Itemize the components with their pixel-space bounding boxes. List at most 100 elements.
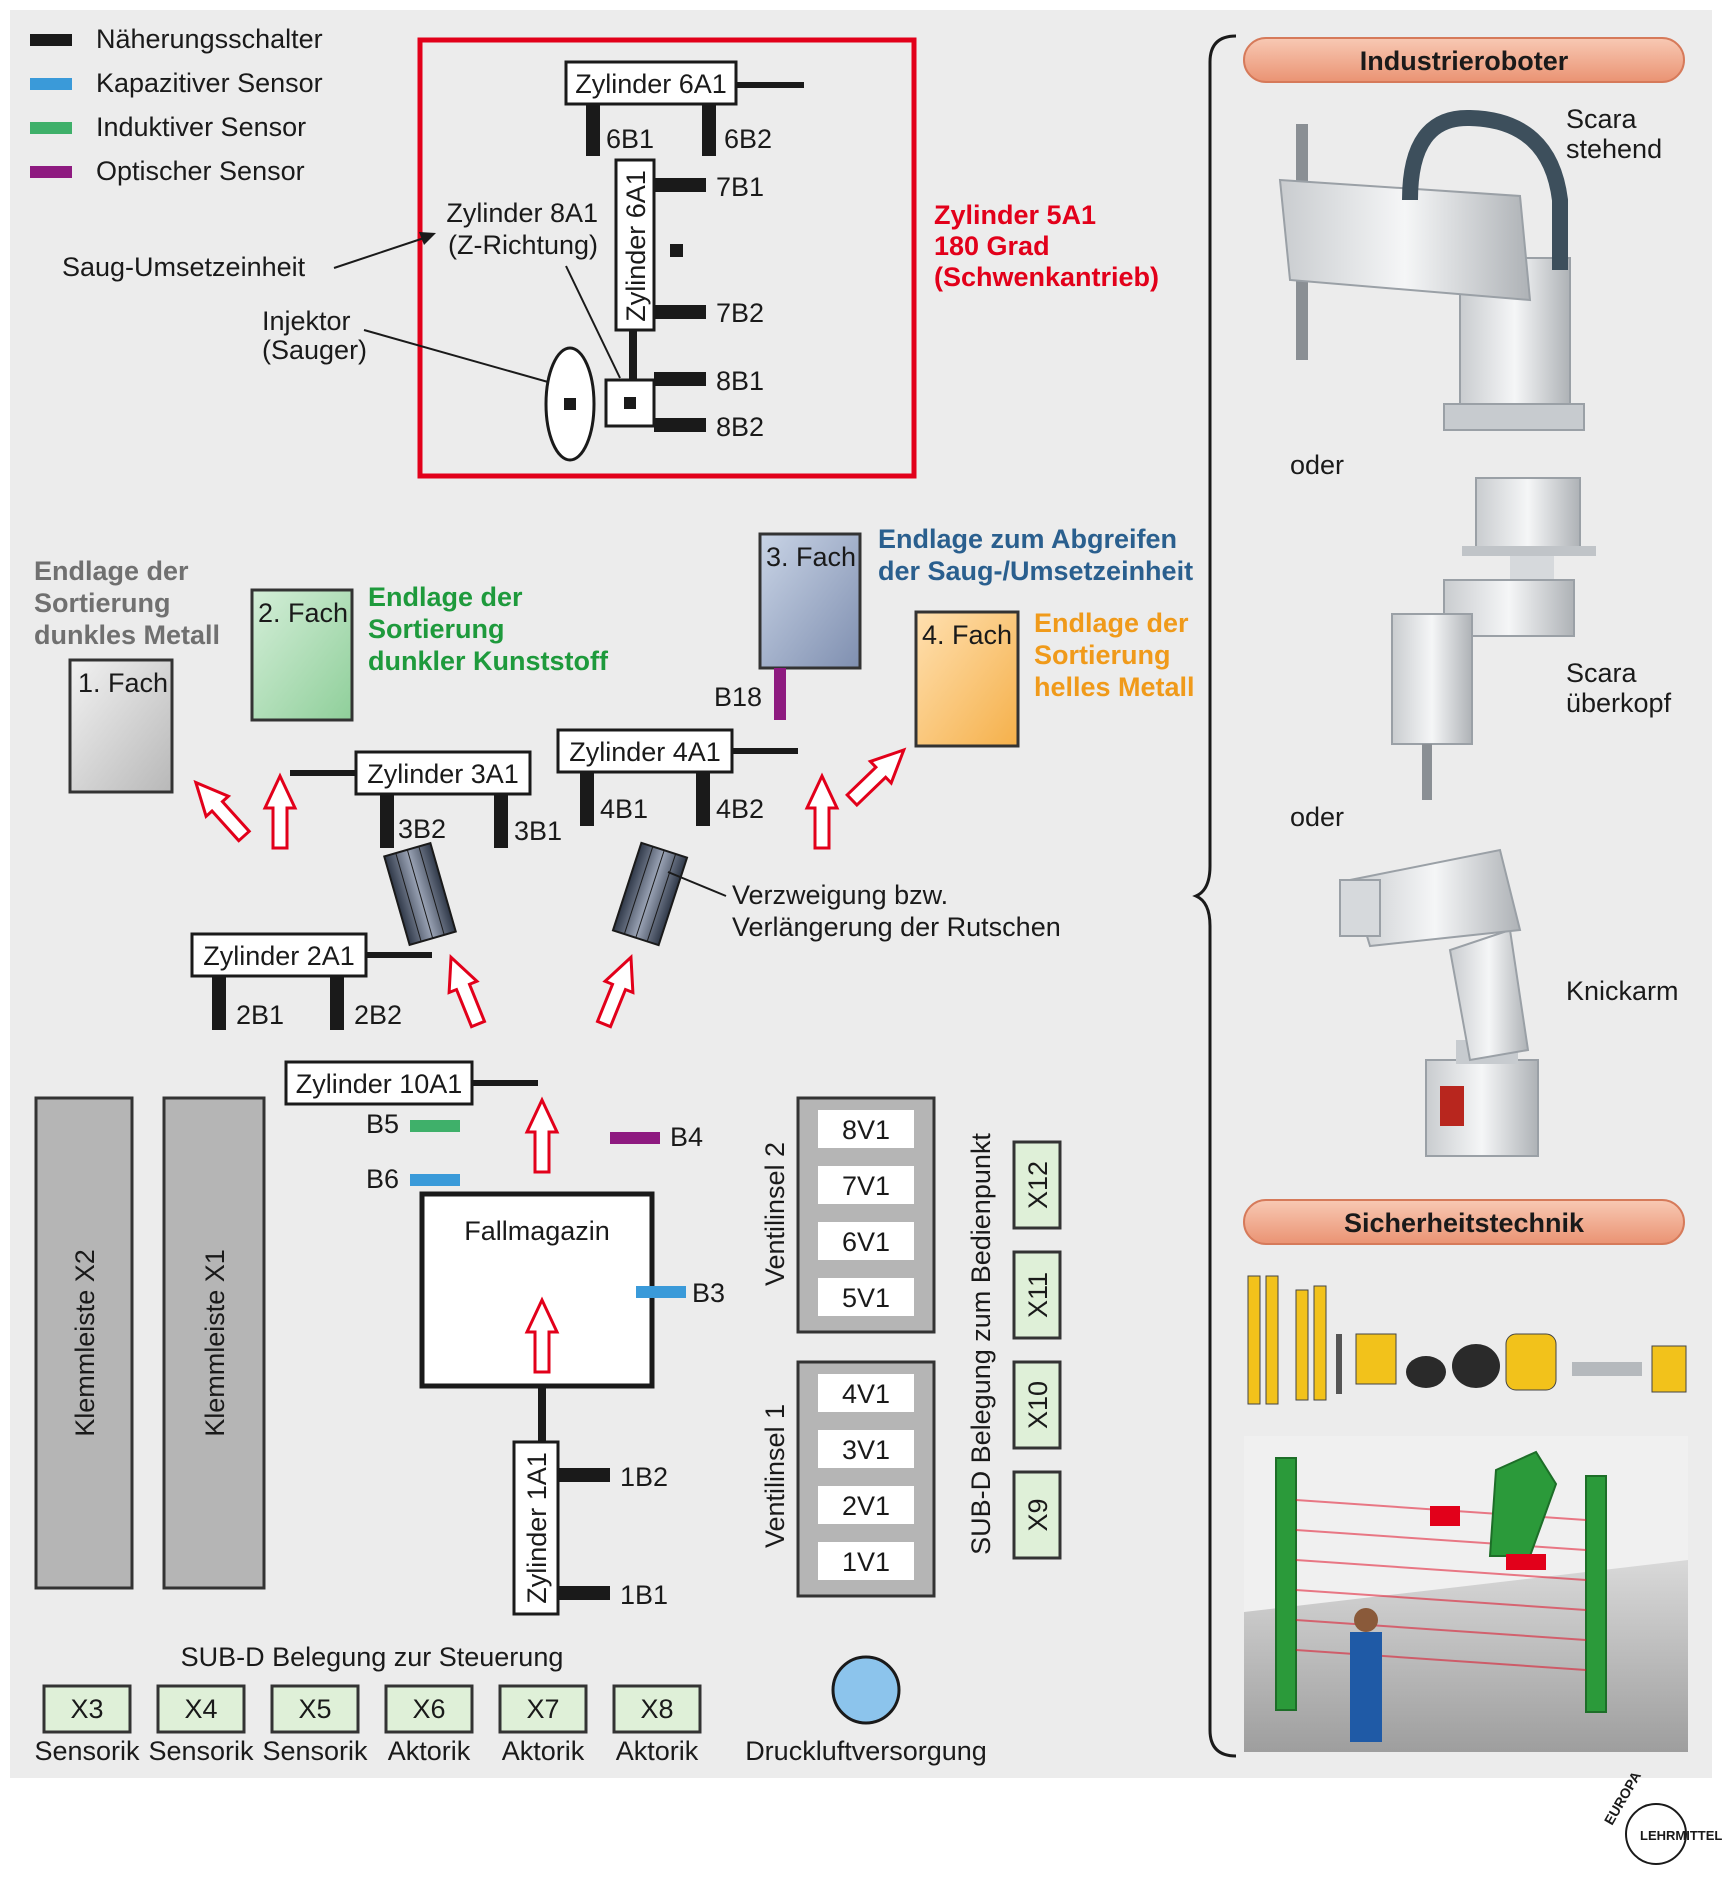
globe-icon xyxy=(1625,1803,1687,1865)
cylinder-8a1-direction: (Z-Richtung) xyxy=(448,230,598,260)
valve xyxy=(818,1278,914,1316)
publisher-logo: EUROPA LEHRMITTEL xyxy=(1601,1769,1722,1865)
rotary-actuator-angle: 180 Grad xyxy=(934,231,1050,261)
bin-4 xyxy=(914,610,1020,748)
sensor-b18-optical xyxy=(774,668,786,720)
rotary-actuator-label: Zylinder 5A1 xyxy=(934,200,1096,230)
sensor-7b2 xyxy=(654,305,706,319)
valve-label: 5V1 xyxy=(842,1283,890,1313)
cylinder-label: Zylinder 4A1 xyxy=(569,737,721,767)
subd-port-label: X10 xyxy=(1023,1381,1053,1429)
sensor-2b1 xyxy=(212,976,226,1030)
safety-cell-illustration xyxy=(1244,1436,1688,1752)
sensor-label: 2B2 xyxy=(354,1000,402,1030)
arrowhead xyxy=(419,232,436,245)
sensor-label: 2B1 xyxy=(236,1000,284,1030)
subd-port xyxy=(384,1684,474,1734)
legend-label: Induktiver Sensor xyxy=(96,112,306,142)
injector-label: Injektor xyxy=(262,306,351,336)
subd-controller: SUB-D Belegung zur Steuerung X3 Sensorik… xyxy=(34,1642,702,1766)
piston-rod xyxy=(732,748,798,754)
valve xyxy=(818,1166,914,1204)
subd-operator-panel: SUB-D Belegung zum Bedienpunkt X12 X11 X… xyxy=(966,1133,1062,1560)
subd-port xyxy=(42,1684,132,1734)
sorting-cylinders: Zylinder 3A1 3B2 3B1 Zylinder 4A1 4B1 4B… xyxy=(190,728,1061,1616)
robots-header-pill xyxy=(1243,37,1685,83)
bin-1-caption: Sortierung xyxy=(34,588,171,618)
sensor-label: 1B2 xyxy=(620,1462,668,1492)
safety-technology: Sicherheitstechnik xyxy=(1243,1199,1688,1752)
sensor-b6-capacitive xyxy=(410,1174,460,1186)
flow-arrow xyxy=(193,779,252,843)
subd-port xyxy=(156,1684,246,1734)
valve-island-label: Ventilinsel 2 xyxy=(760,1142,790,1286)
flow-arrow xyxy=(524,1296,560,1374)
flow-arrow xyxy=(447,953,487,1029)
sensor-b4-optical xyxy=(610,1132,660,1144)
legend-swatch-capacitive xyxy=(30,78,72,90)
sensor-label: 8B1 xyxy=(716,366,764,396)
valve-island-label: Ventilinsel 1 xyxy=(760,1404,790,1548)
cylinder-6a1-vertical-box xyxy=(614,158,656,332)
valve xyxy=(818,1486,914,1524)
flow-arrow xyxy=(845,747,907,808)
chute-left xyxy=(383,841,457,947)
sensor-b5-inductive xyxy=(410,1120,460,1132)
robot-label: Scara xyxy=(1566,104,1638,134)
legend-label: Kapazitiver Sensor xyxy=(96,68,323,98)
sensor-3b1 xyxy=(494,794,508,848)
sorting-bins: Endlage der Sortierung dunkles Metall 1.… xyxy=(34,524,1195,794)
subd-port xyxy=(1012,1470,1062,1560)
sensor-6b2 xyxy=(702,104,716,156)
sensor-6b1 xyxy=(586,104,600,156)
subd-port-id: X6 xyxy=(412,1694,445,1724)
bin-1 xyxy=(68,658,174,794)
subd-port xyxy=(498,1684,588,1734)
safety-header: Sicherheitstechnik xyxy=(1344,1208,1585,1238)
robots-header: Industrieroboter xyxy=(1360,46,1569,76)
subd-port-label: X11 xyxy=(1023,1272,1053,1318)
sensor-label: 4B1 xyxy=(600,794,648,824)
piston-rod xyxy=(629,330,637,380)
subd-port-id: X7 xyxy=(526,1694,559,1724)
sensor-b3-capacitive xyxy=(636,1286,686,1298)
cylinder-1a1-box xyxy=(512,1440,560,1616)
piston-rod xyxy=(736,82,804,88)
sensor-label: 1B1 xyxy=(620,1580,668,1610)
bin-4-caption: helles Metall xyxy=(1034,672,1195,702)
sensor-2b2 xyxy=(330,976,344,1030)
safety-header-pill xyxy=(1243,1199,1685,1245)
sensor-8b2 xyxy=(654,418,706,432)
cylinder-2a1-box xyxy=(190,932,368,978)
valve-islands: Ventilinsel 2 8V1 7V1 6V1 5V1 Ventilinse… xyxy=(760,1096,936,1598)
sensor-label: 3B2 xyxy=(398,814,446,844)
subd-port xyxy=(1012,1360,1062,1450)
bin-4-caption: Sortierung xyxy=(1034,640,1171,670)
or-label: oder xyxy=(1290,450,1344,480)
sensor-1b1 xyxy=(558,1586,610,1600)
valve-label: 1V1 xyxy=(842,1547,890,1577)
safety-devices-row xyxy=(1247,1275,1687,1405)
subd-port-role: Aktorik xyxy=(616,1736,699,1766)
cylinder-3a1-box xyxy=(354,750,532,796)
bin-2 xyxy=(250,588,354,722)
vacuum-transfer-unit: Zylinder 6A1 6B1 6B2 Zylinder 6A1 7B1 7B… xyxy=(62,37,1159,479)
sensor-label: B5 xyxy=(366,1109,399,1139)
piston-rod xyxy=(472,1080,538,1086)
sensor-label: 4B2 xyxy=(716,794,764,824)
sensor-label: B4 xyxy=(670,1122,703,1152)
subd-port-id: X5 xyxy=(298,1694,331,1724)
piston-rod xyxy=(366,952,432,958)
leader-line xyxy=(333,235,431,269)
chute-note: Verlängerung der Rutschen xyxy=(732,912,1061,942)
legend-swatch-optical xyxy=(30,166,72,178)
industrial-robots: Industrieroboter Scara stehend oder Scar… xyxy=(1243,37,1685,1157)
sensor-3b2 xyxy=(380,794,394,848)
cylinder-8a1-label: Zylinder 8A1 xyxy=(446,198,598,228)
subd-port-role: Sensorik xyxy=(148,1736,254,1766)
subd-port-role: Aktorik xyxy=(502,1736,585,1766)
sensor-label: B18 xyxy=(714,682,762,712)
valve-label: 3V1 xyxy=(842,1435,890,1465)
bin-1-label: 1. Fach xyxy=(78,668,168,698)
cylinder-10a1-box xyxy=(284,1060,474,1106)
